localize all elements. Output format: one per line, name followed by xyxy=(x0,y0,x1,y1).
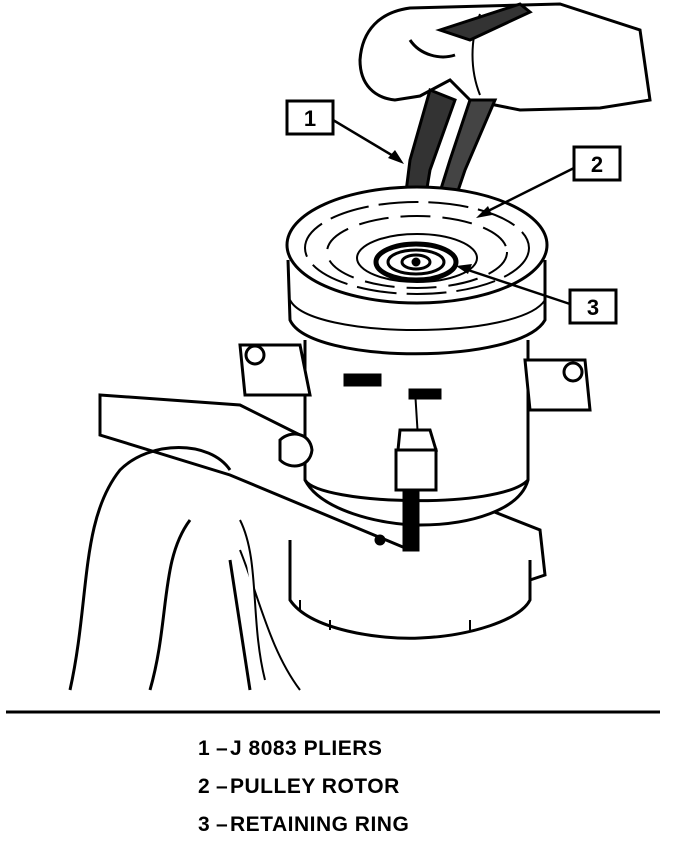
legend-dash: – xyxy=(216,813,229,836)
callout-3: 3 xyxy=(456,264,618,325)
legend-item-label: PULLEY ROTOR xyxy=(230,775,400,798)
legend-item-label: RETAINING RING xyxy=(230,813,410,836)
valve-fitting xyxy=(394,428,439,552)
legend-dash: – xyxy=(216,775,229,798)
legend-item: 2–PULLEY ROTOR xyxy=(198,768,409,806)
legend-item: 3–RETAINING RING xyxy=(198,806,409,844)
callout-1-number: 1 xyxy=(304,106,316,131)
legend-item-label: J 8083 PLIERS xyxy=(230,737,383,760)
compressor-lower xyxy=(239,519,532,681)
legend-dash: – xyxy=(216,737,229,760)
hand xyxy=(358,2,652,112)
callout-1: 1 xyxy=(285,99,404,164)
legend-item-number: 1 xyxy=(198,737,211,760)
legend-item: 1–J 8083 PLIERS xyxy=(198,730,409,768)
legend: 1–J 8083 PLIERS 2–PULLEY ROTOR 3–RETAINI… xyxy=(198,730,409,844)
engine-casting xyxy=(68,446,301,691)
legend-item-number: 2 xyxy=(198,775,211,798)
retaining-ring xyxy=(373,241,459,283)
callout-2: 2 xyxy=(476,145,622,218)
callout-3-number: 3 xyxy=(587,295,599,320)
callout-2-number: 2 xyxy=(591,152,603,177)
legend-item-number: 3 xyxy=(198,813,211,836)
